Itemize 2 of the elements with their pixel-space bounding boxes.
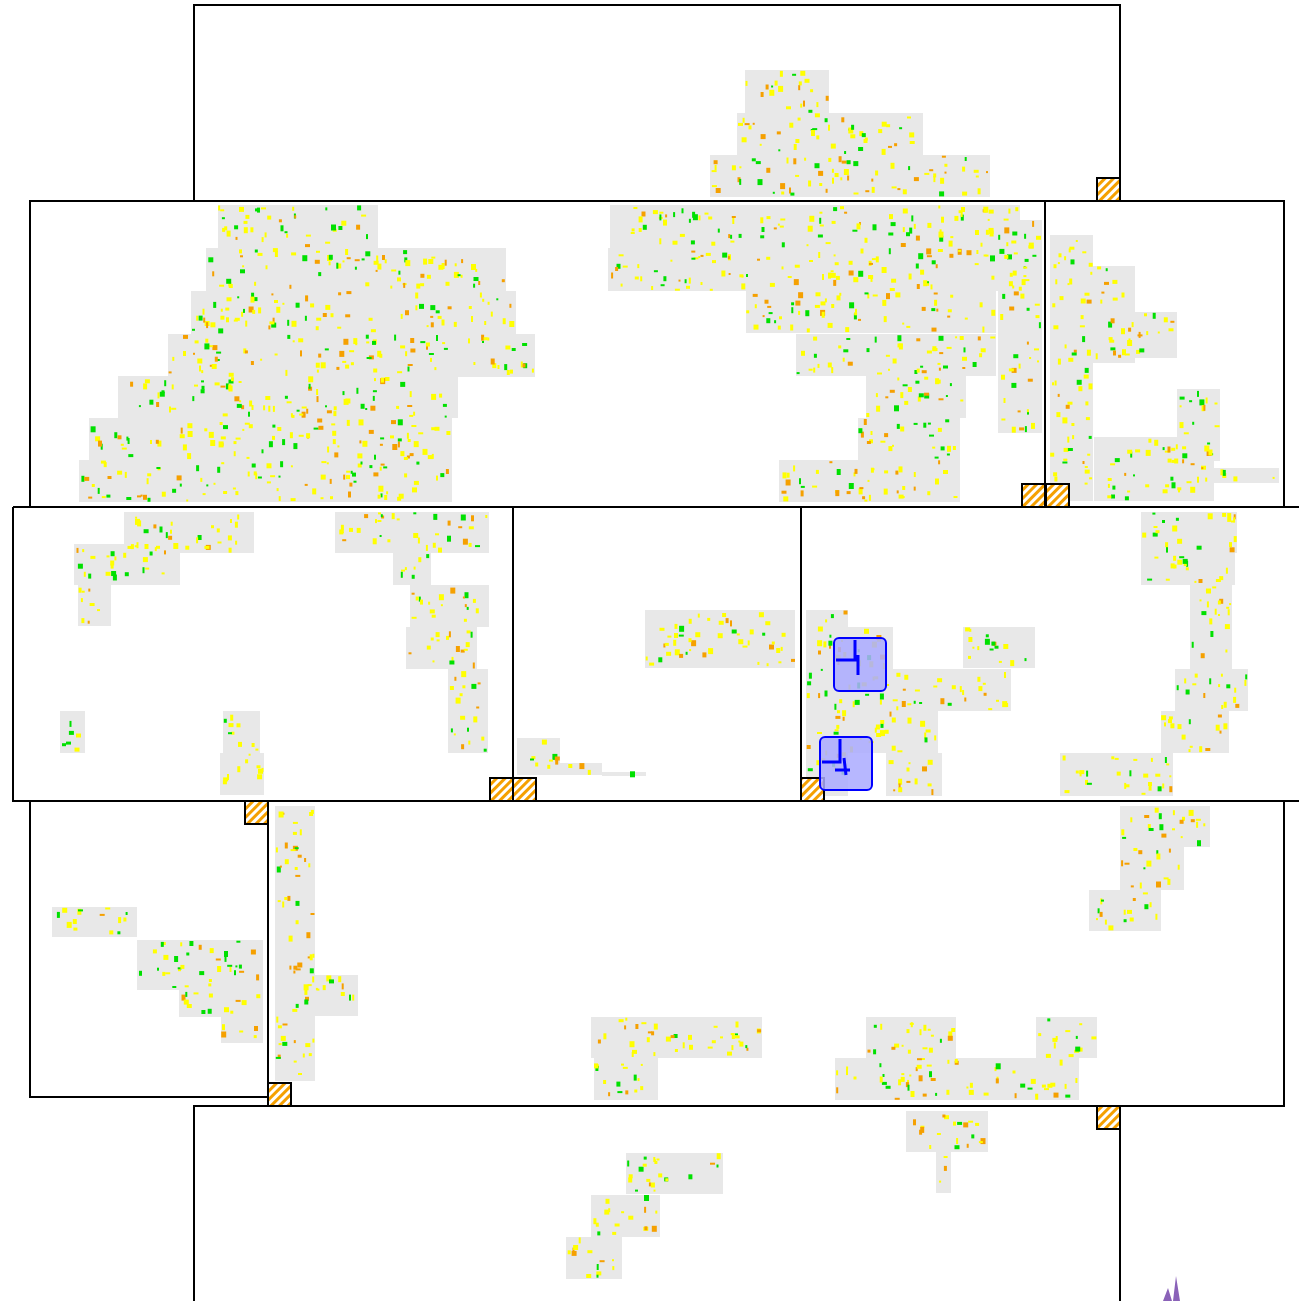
marker-box	[819, 736, 873, 791]
marker-box	[833, 637, 887, 692]
